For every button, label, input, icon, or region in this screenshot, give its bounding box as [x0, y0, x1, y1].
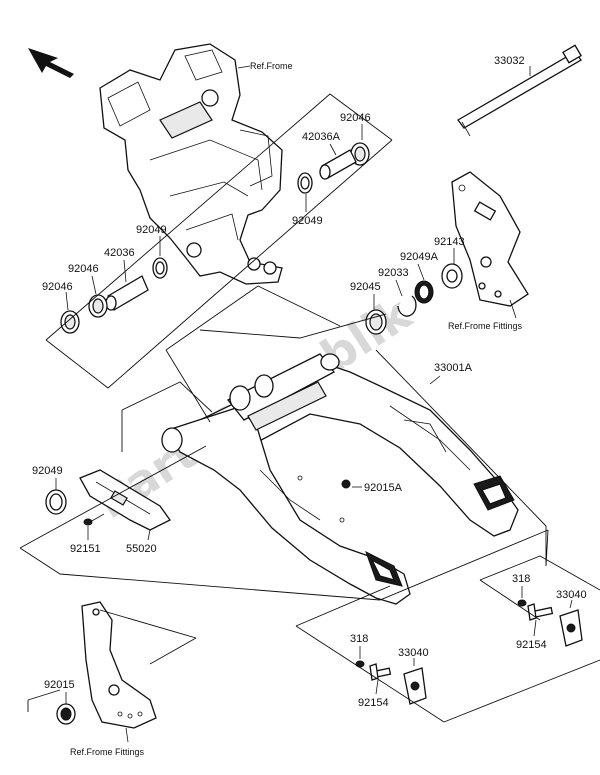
- grouping-lines: [19, 93, 600, 723]
- bolt-92154-bottom: [369, 663, 392, 681]
- ref-frame-fittings-top-label: Ref.Frome Fittings: [448, 321, 523, 331]
- label-92046-left1: 92046: [68, 263, 99, 275]
- label-42036A: 42036A: [302, 131, 341, 143]
- label-318-right: 318: [512, 573, 530, 585]
- label-92143: 92143: [434, 236, 465, 248]
- ref-frame-fittings-bottom-label: Ref.Frome Fittings: [70, 747, 145, 757]
- label-55020: 55020: [126, 543, 157, 555]
- collar-92143: [441, 263, 463, 289]
- seal-92049-top: [297, 172, 313, 194]
- label-92046-left2: 92046: [42, 281, 73, 293]
- bearing-92045: [365, 309, 387, 335]
- label-318-bottom: 318: [350, 633, 368, 645]
- sleeve-42036A: [319, 149, 357, 180]
- label-33032: 33032: [494, 55, 525, 67]
- screw-92151: [83, 513, 105, 526]
- label-92046-top: 92046: [340, 112, 371, 124]
- label-92049-top: 92049: [292, 215, 323, 227]
- label-92045: 92045: [350, 281, 381, 293]
- label-92154-right: 92154: [516, 639, 547, 651]
- block-33040-right: [559, 609, 583, 647]
- label-33001A: 33001A: [434, 362, 473, 374]
- label-92049-left: 92049: [136, 224, 167, 236]
- block-33040-bottom: [403, 667, 427, 705]
- label-92033: 92033: [378, 267, 409, 279]
- bolt-92154-right: [527, 603, 554, 621]
- label-33040-bottom: 33040: [398, 647, 429, 659]
- label-92154-bottom: 92154: [358, 697, 389, 709]
- seal-92049A: [414, 280, 434, 304]
- frame-fitting-plate-bottom: [81, 601, 157, 729]
- label-92049A: 92049A: [400, 251, 439, 263]
- label-42036: 42036: [104, 247, 135, 259]
- front-direction-arrow-icon: [28, 48, 74, 78]
- label-92015: 92015: [44, 679, 75, 691]
- ref-frame-label: Ref.Frome: [250, 61, 293, 71]
- label-92151: 92151: [70, 543, 101, 555]
- frame-fitting-plate-top: [451, 171, 529, 307]
- frame-assembly: [99, 43, 283, 285]
- bearing-92046-left2: [60, 310, 80, 334]
- chain-slider-55020: [79, 469, 171, 531]
- circlip-92033: [397, 295, 417, 317]
- pivot-shaft-33032: [457, 44, 582, 137]
- label-92049-mid: 92049: [32, 465, 63, 477]
- seal-92049-left: [152, 257, 168, 279]
- swingarm-33001A: [161, 353, 519, 605]
- label-92015A: 92015A: [364, 482, 403, 494]
- collar-92015: [56, 703, 76, 725]
- nut-318-right: [517, 599, 527, 607]
- label-33040-right: 33040: [556, 589, 587, 601]
- sleeve-42036: [105, 275, 149, 311]
- bearing-92046-left1: [88, 294, 108, 318]
- seal-92049-mid: [45, 489, 67, 515]
